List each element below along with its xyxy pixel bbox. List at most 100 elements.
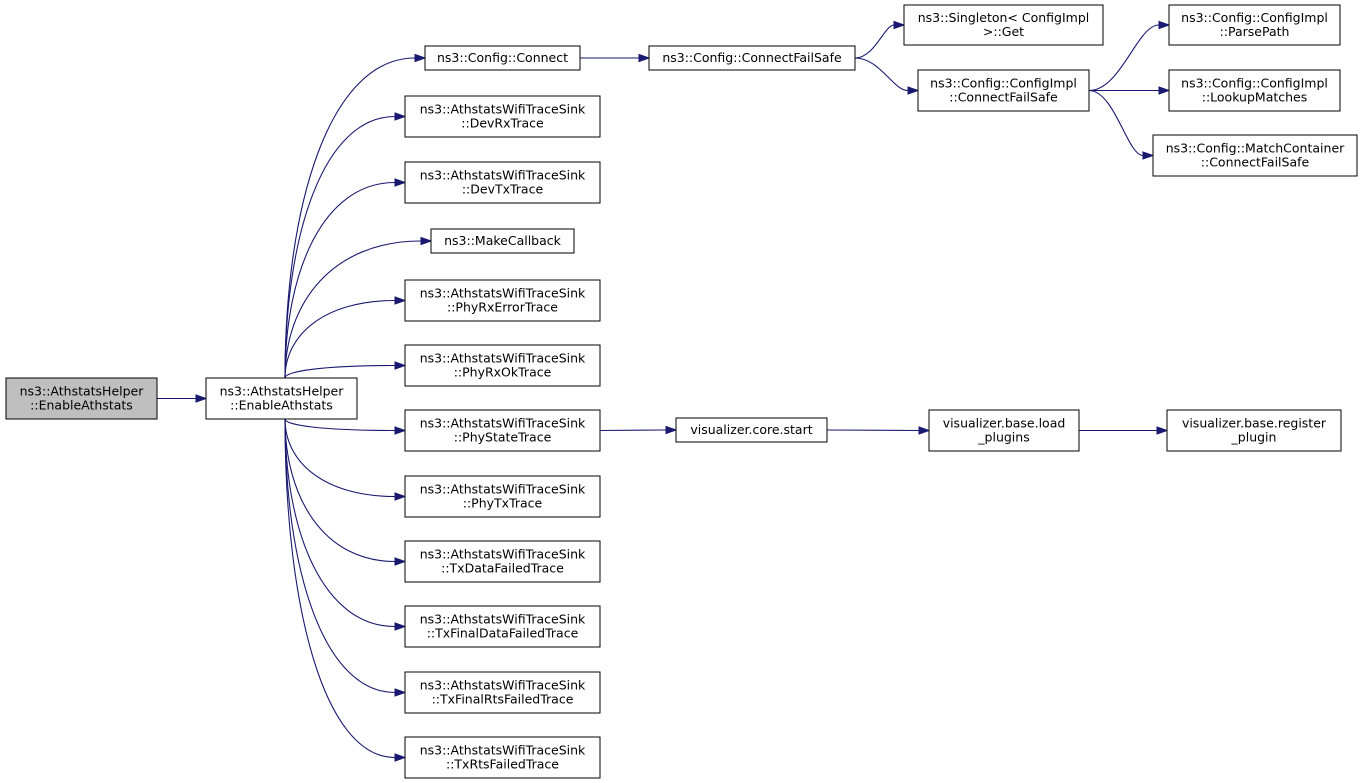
- node-label-line: ::ConnectFailSafe: [1201, 155, 1310, 170]
- node-label-line: >::Get: [983, 24, 1024, 39]
- node-phyrxok[interactable]: ns3::AthstatsWifiTraceSink::PhyRxOkTrace: [404, 344, 601, 387]
- node-box: [404, 279, 601, 322]
- node-box: [404, 95, 601, 138]
- node-makecb[interactable]: ns3::MakeCallback: [430, 228, 575, 254]
- edge-enable-to-phyrxok: [284, 361, 407, 379]
- node-label-line: _plugins: [977, 430, 1029, 445]
- node-label-line: ns3::MakeCallback: [444, 233, 562, 248]
- edge-line: [284, 418, 396, 694]
- edge-line: [284, 418, 396, 563]
- node-phyrxerr[interactable]: ns3::AthstatsWifiTraceSink::PhyRxErrorTr…: [404, 279, 601, 322]
- edge-line: [854, 24, 895, 59]
- node-singleton[interactable]: ns3::Singleton< ConfigImpl >::Get: [903, 4, 1104, 46]
- node-box: [404, 736, 601, 779]
- node-txfinalrts[interactable]: ns3::AthstatsWifiTraceSink::TxFinalRtsFa…: [404, 671, 601, 714]
- arrowhead-icon: [195, 394, 208, 403]
- edges-layer: [157, 20, 1171, 762]
- node-label-line: ::PhyStateTrace: [454, 430, 552, 445]
- arrowhead-icon: [394, 753, 407, 762]
- edge-line: [284, 418, 396, 498]
- node-label-line: ns3::AthstatsHelper: [220, 384, 345, 399]
- node-box: [1168, 4, 1341, 46]
- edge-vizstart-to-vizload: [826, 426, 931, 435]
- node-vizload[interactable]: visualizer.base.load_plugins: [928, 409, 1080, 452]
- node-box: [1168, 69, 1341, 112]
- node-box: [1152, 134, 1358, 177]
- arrowhead-icon: [394, 361, 407, 370]
- node-label-line: visualizer.base.register: [1182, 416, 1327, 431]
- node-label-line: ns3::AthstatsWifiTraceSink: [420, 168, 586, 183]
- edge-enable-to-txrts: [284, 418, 407, 762]
- edge-phystate-to-vizstart: [599, 425, 678, 435]
- edge-line: [284, 115, 396, 379]
- node-connectfs[interactable]: ns3::Config::ConnectFailSafe: [648, 45, 856, 71]
- edge-line: [284, 299, 396, 379]
- node-label-line: ::LookupMatches: [1202, 90, 1308, 105]
- node-label-line: ns3::Config::Connect: [437, 50, 568, 65]
- node-box: [648, 45, 856, 71]
- arrowhead-icon: [394, 622, 407, 631]
- node-label-line: ns3::AthstatsWifiTraceSink: [420, 102, 586, 117]
- node-box: [404, 161, 601, 204]
- node-box: [404, 540, 601, 583]
- edge-vizload-to-vizreg: [1079, 426, 1169, 435]
- node-txdata[interactable]: ns3::AthstatsWifiTraceSink::TxDataFailed…: [404, 540, 601, 583]
- edge-root-to-enable: [157, 394, 208, 403]
- edge-line: [284, 240, 422, 379]
- node-label-line: ns3::Config::ConnectFailSafe: [662, 50, 842, 65]
- edge-enable-to-makecb: [284, 236, 433, 379]
- node-label-line: ns3::AthstatsWifiTraceSink: [420, 743, 586, 758]
- edge-enable-to-txdata: [284, 418, 407, 566]
- node-label-line: ns3::Config::ConfigImpl: [1181, 10, 1328, 25]
- node-phystate[interactable]: ns3::AthstatsWifiTraceSink::PhyStateTrac…: [404, 409, 601, 452]
- edge-line: [826, 429, 920, 432]
- node-parsepath[interactable]: ns3::Config::ConfigImpl::ParsePath: [1168, 4, 1341, 46]
- node-label-line: ns3::AthstatsWifiTraceSink: [420, 416, 586, 431]
- edge-line: [284, 418, 396, 432]
- node-vizreg[interactable]: visualizer.base.register_plugin: [1166, 409, 1342, 452]
- edge-enable-to-txfinalrts: [284, 418, 407, 697]
- node-vizstart[interactable]: visualizer.core.start: [675, 417, 828, 443]
- node-lookup[interactable]: ns3::Config::ConfigImpl::LookupMatches: [1168, 69, 1341, 112]
- node-label-line: ns3::AthstatsWifiTraceSink: [420, 482, 586, 497]
- node-label-line: ns3::AthstatsWifiTraceSink: [420, 547, 586, 562]
- node-matchcont[interactable]: ns3::Config::MatchContainer::ConnectFail…: [1152, 134, 1358, 177]
- edge-connectfs-to-implcfs: [854, 57, 920, 95]
- edge-implcfs-to-lookup: [1089, 86, 1171, 95]
- nodes-layer: ns3::AthstatsHelper::EnableAthstatsns3::…: [5, 4, 1358, 779]
- edge-implcfs-to-matchcont: [1088, 89, 1155, 160]
- node-label-line: ns3::Config::MatchContainer: [1166, 141, 1345, 156]
- node-label-line: ns3::AthstatsWifiTraceSink: [420, 286, 586, 301]
- node-label-line: ::TxFinalRtsFailedTrace: [432, 692, 574, 707]
- node-devrx[interactable]: ns3::AthstatsWifiTraceSink::DevRxTrace: [404, 95, 601, 138]
- arrowhead-icon: [918, 426, 931, 435]
- edge-enable-to-phystate: [284, 418, 407, 435]
- arrowhead-icon: [394, 688, 407, 697]
- node-enable[interactable]: ns3::AthstatsHelper::EnableAthstats: [205, 377, 358, 420]
- node-label-line: ::TxFinalDataFailedTrace: [427, 626, 579, 641]
- node-root: ns3::AthstatsHelper::EnableAthstats: [5, 377, 158, 420]
- arrowhead-icon: [1142, 151, 1155, 160]
- node-txrts[interactable]: ns3::AthstatsWifiTraceSink::TxRtsFailedT…: [404, 736, 601, 779]
- edge-enable-to-phyrxerr: [284, 296, 407, 379]
- edge-line: [1088, 24, 1160, 92]
- node-label-line: visualizer.core.start: [690, 422, 812, 437]
- node-box: [675, 417, 828, 443]
- node-implcfs[interactable]: ns3::Config::ConfigImpl::ConnectFailSafe: [917, 69, 1090, 112]
- edge-line: [284, 418, 396, 759]
- node-label-line: ::DevRxTrace: [461, 116, 544, 131]
- node-label-line: ::DevTxTrace: [462, 182, 544, 197]
- arrowhead-icon: [394, 426, 407, 435]
- edge-connectfs-to-singleton: [854, 20, 906, 59]
- edge-line: [284, 364, 396, 379]
- edge-line: [284, 181, 396, 379]
- node-box: [5, 377, 158, 420]
- node-txfinaldata[interactable]: ns3::AthstatsWifiTraceSink::TxFinalDataF…: [404, 605, 601, 648]
- node-phytx[interactable]: ns3::AthstatsWifiTraceSink::PhyTxTrace: [404, 475, 601, 518]
- node-connect[interactable]: ns3::Config::Connect: [424, 45, 581, 71]
- arrowhead-icon: [665, 425, 678, 435]
- node-label-line: ::PhyRxOkTrace: [454, 365, 552, 380]
- node-label-line: ::EnableAthstats: [230, 398, 333, 413]
- node-devtx[interactable]: ns3::AthstatsWifiTraceSink::DevTxTrace: [404, 161, 601, 204]
- node-label-line: ns3::AthstatsWifiTraceSink: [420, 678, 586, 693]
